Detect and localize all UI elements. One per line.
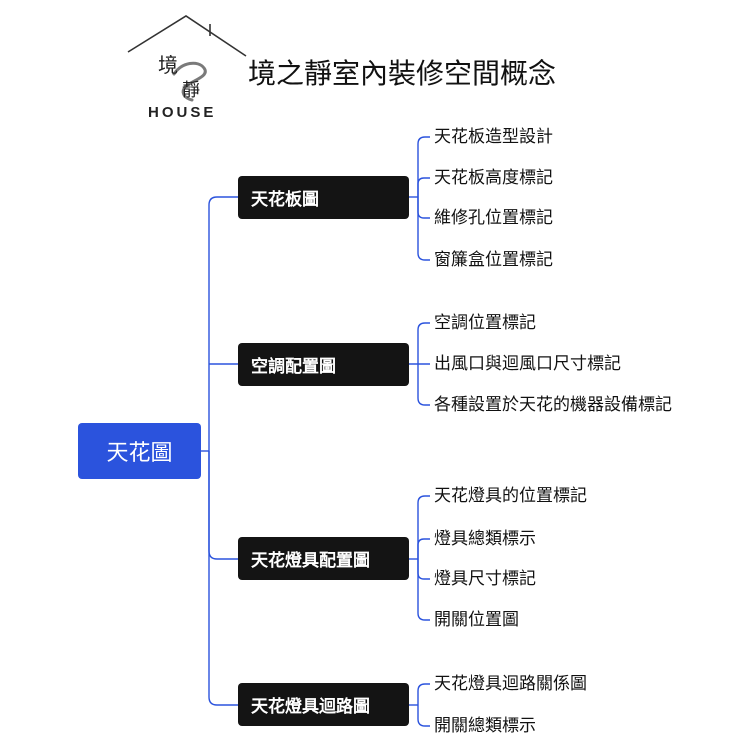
branch-node-lighting-circuit[interactable]: 天花燈具迴路圖 — [238, 683, 409, 726]
logo-wordmark: HOUSE — [148, 104, 217, 121]
leaf-item[interactable]: 開關位置圖 — [434, 610, 519, 630]
page-title: 境之靜室內裝修空間概念 — [248, 57, 557, 90]
branch-node-ceiling-plan[interactable]: 天花板圖 — [238, 176, 409, 219]
leaf-item[interactable]: 天花燈具的位置標記 — [434, 486, 587, 506]
leaf-item[interactable]: 天花燈具迴路關係圖 — [434, 674, 587, 694]
branch-node-lighting-layout[interactable]: 天花燈具配置圖 — [238, 537, 409, 580]
leaf-item[interactable]: 維修孔位置標記 — [434, 208, 553, 228]
root-node[interactable]: 天花圖 — [78, 423, 201, 479]
leaf-item[interactable]: 燈具尺寸標記 — [434, 569, 536, 589]
svg-text:靜: 靜 — [182, 80, 200, 101]
leaf-item[interactable]: 燈具總類標示 — [434, 529, 536, 549]
house-logo-icon: 境 靜 — [127, 15, 247, 102]
leaf-item[interactable]: 各種設置於天花的機器設備標記 — [434, 395, 672, 415]
leaf-item[interactable]: 窗簾盒位置標記 — [434, 250, 553, 270]
leaf-item[interactable]: 開關總類標示 — [434, 716, 536, 736]
branch-node-ac-layout[interactable]: 空調配置圖 — [238, 343, 409, 386]
leaf-item[interactable]: 天花板高度標記 — [434, 168, 553, 188]
svg-text:境: 境 — [158, 53, 178, 77]
leaf-item[interactable]: 出風口與迴風口尺寸標記 — [434, 354, 621, 374]
leaf-item[interactable]: 天花板造型設計 — [434, 127, 553, 147]
leaf-item[interactable]: 空調位置標記 — [434, 313, 536, 333]
